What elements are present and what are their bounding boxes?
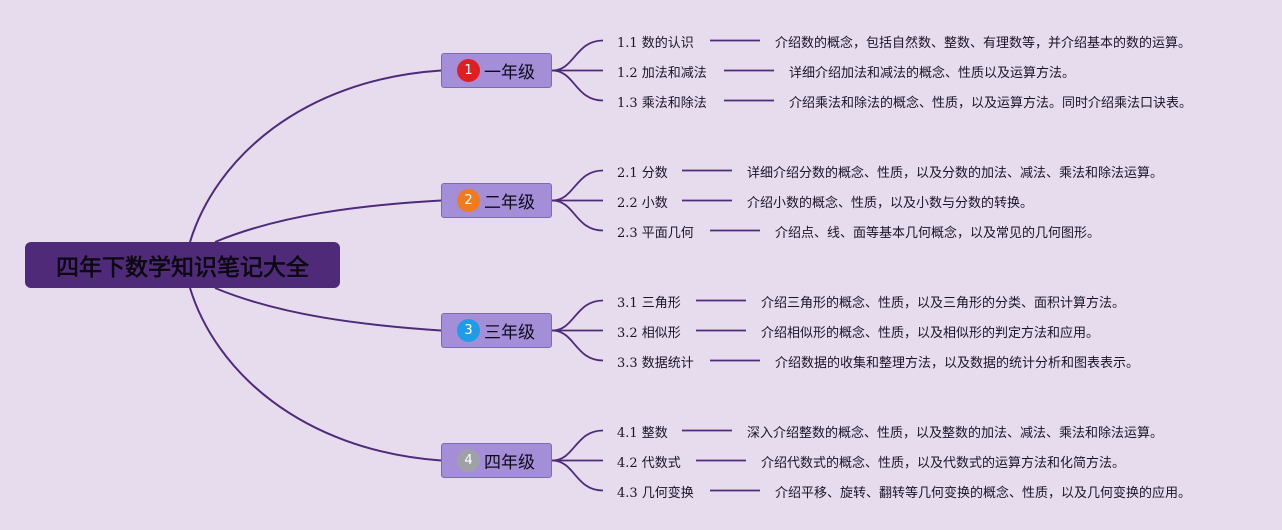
grade-to-subtopic-connector <box>551 69 604 102</box>
grade-number-badge: 4 <box>457 449 480 472</box>
grade-label: 一年级 <box>484 63 535 83</box>
subtopic-label[interactable]: 2.1 分数 <box>617 165 668 181</box>
subtopic-label[interactable]: 3.1 三角形 <box>617 295 681 311</box>
subtopic-description: 介绍数的概念，包括自然数、整数、有理数等，并介绍基本的数的运算。 <box>775 35 1192 51</box>
subtopic-description: 介绍代数式的概念、性质，以及代数式的运算方法和化简方法。 <box>761 455 1126 471</box>
grade-to-subtopic-connector <box>551 459 604 492</box>
subtopic-description: 介绍三角形的概念、性质，以及三角形的分类、面积计算方法。 <box>761 295 1126 311</box>
subtopic-label[interactable]: 4.1 整数 <box>617 425 668 441</box>
subtopic-label[interactable]: 4.3 几何变换 <box>617 485 694 501</box>
root-to-grade-connector <box>189 287 442 462</box>
grade-to-subtopic-connector <box>551 429 604 462</box>
subtopic-label[interactable]: 1.1 数的认识 <box>617 35 694 51</box>
subtopic-description: 介绍平移、旋转、翻转等几何变换的概念、性质，以及几何变换的应用。 <box>775 485 1192 501</box>
root-to-grade-connector <box>189 69 442 243</box>
subtopic-label[interactable]: 2.2 小数 <box>617 195 668 211</box>
grade-to-subtopic-connector <box>551 169 604 202</box>
grade-to-subtopic-connector <box>551 39 604 72</box>
subtopic-label[interactable]: 3.2 相似形 <box>617 325 681 341</box>
grade-to-subtopic-connector <box>551 199 604 232</box>
subtopic-description: 介绍数据的收集和整理方法，以及数据的统计分析和图表表示。 <box>775 355 1140 371</box>
subtopic-description: 介绍乘法和除法的概念、性质，以及运算方法。同时介绍乘法口诀表。 <box>789 95 1193 111</box>
grade-label: 二年级 <box>484 193 535 213</box>
subtopic-label[interactable]: 2.3 平面几何 <box>617 225 694 241</box>
grade-to-subtopic-connector <box>551 329 604 362</box>
subtopic-description: 介绍点、线、面等基本几何概念，以及常见的几何图形。 <box>775 225 1101 241</box>
subtopic-label[interactable]: 4.2 代数式 <box>617 455 681 471</box>
grade-number-badge: 1 <box>457 59 480 82</box>
subtopic-description: 介绍相似形的概念、性质，以及相似形的判定方法和应用。 <box>761 325 1100 341</box>
root-to-grade-connector <box>214 287 442 332</box>
root-title: 四年下数学知识笔记大全 <box>56 255 309 281</box>
subtopic-description: 详细介绍加法和减法的概念、性质以及运算方法。 <box>789 65 1076 81</box>
subtopic-label[interactable]: 1.2 加法和减法 <box>617 65 707 81</box>
grade-number-badge: 2 <box>457 189 480 212</box>
root-topic[interactable]: 四年下数学知识笔记大全 <box>25 242 340 288</box>
subtopic-label[interactable]: 1.3 乘法和除法 <box>617 95 707 111</box>
grade-label: 四年级 <box>484 453 535 473</box>
subtopic-label[interactable]: 3.3 数据统计 <box>617 355 694 371</box>
subtopic-description: 深入介绍整数的概念、性质，以及整数的加法、减法、乘法和除法运算。 <box>747 425 1164 441</box>
subtopic-description: 详细介绍分数的概念、性质，以及分数的加法、减法、乘法和除法运算。 <box>747 165 1164 181</box>
grade-to-subtopic-connector <box>551 299 604 332</box>
subtopic-description: 介绍小数的概念、性质，以及小数与分数的转换。 <box>747 195 1034 211</box>
grade-number-badge: 3 <box>457 319 480 342</box>
grade-label: 三年级 <box>484 323 535 343</box>
root-to-grade-connector <box>214 199 442 243</box>
